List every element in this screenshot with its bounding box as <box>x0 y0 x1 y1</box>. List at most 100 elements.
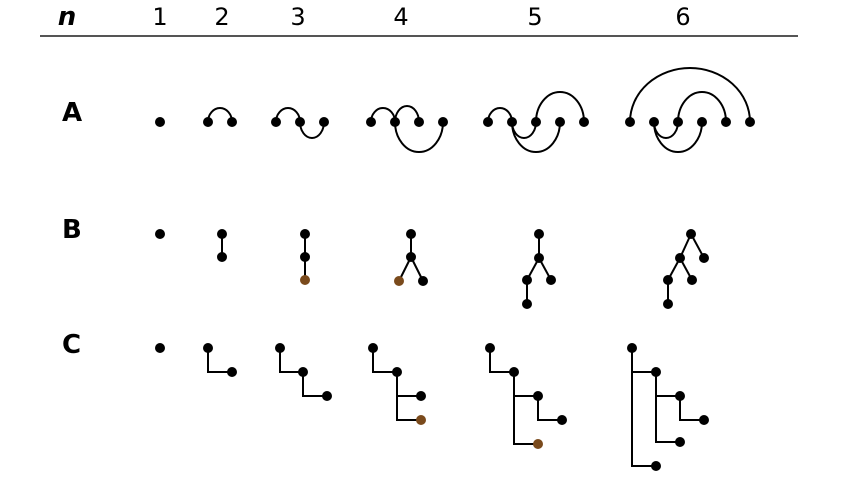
column-header-4: 4 <box>393 3 409 31</box>
node <box>227 367 237 377</box>
node <box>300 229 310 239</box>
node <box>227 117 237 127</box>
node <box>534 253 544 263</box>
node <box>298 367 308 377</box>
node <box>625 117 635 127</box>
edge <box>302 372 327 397</box>
row-b-diagrams <box>155 229 709 309</box>
arc <box>394 105 420 123</box>
node <box>155 229 165 239</box>
node <box>406 229 416 239</box>
column-header-2: 2 <box>214 3 230 31</box>
node <box>509 367 519 377</box>
edge <box>396 372 421 421</box>
node <box>416 391 426 401</box>
edge <box>489 348 514 373</box>
node <box>546 275 556 285</box>
arc <box>629 67 751 123</box>
edge <box>631 348 656 467</box>
arc <box>299 121 325 139</box>
node <box>368 343 378 353</box>
node <box>699 415 709 425</box>
arc <box>535 91 585 123</box>
node <box>533 391 543 401</box>
edge <box>513 372 538 445</box>
node <box>745 117 755 127</box>
node <box>675 391 685 401</box>
node <box>406 252 416 262</box>
row-label-a: A <box>62 98 83 128</box>
node <box>366 117 376 127</box>
node <box>697 117 707 127</box>
node <box>522 299 532 309</box>
node <box>418 276 428 286</box>
edge <box>372 348 397 373</box>
node <box>555 117 565 127</box>
column-header-1: 1 <box>152 3 168 31</box>
header-rule <box>40 35 798 37</box>
arc <box>394 121 444 153</box>
arc <box>487 107 513 123</box>
node <box>627 343 637 353</box>
node <box>557 415 567 425</box>
node <box>275 343 285 353</box>
node <box>392 367 402 377</box>
node <box>390 117 400 127</box>
highlighted-node <box>394 276 404 286</box>
node <box>522 275 532 285</box>
edge <box>537 396 562 421</box>
edge <box>207 348 232 373</box>
node <box>721 117 731 127</box>
node <box>271 117 281 127</box>
node <box>673 117 683 127</box>
node <box>155 343 165 353</box>
column-header-3: 3 <box>290 3 306 31</box>
node <box>651 461 661 471</box>
node <box>322 391 332 401</box>
node <box>203 117 213 127</box>
edge <box>655 372 680 443</box>
node <box>300 252 310 262</box>
highlighted-node <box>533 439 543 449</box>
node <box>531 117 541 127</box>
arc <box>370 107 396 123</box>
node <box>675 437 685 447</box>
n-header: n <box>57 2 77 32</box>
node <box>414 117 424 127</box>
node <box>534 229 544 239</box>
arc <box>207 107 233 123</box>
arc <box>275 107 301 123</box>
row-label-c: C <box>62 330 82 360</box>
node <box>687 275 697 285</box>
node <box>319 117 329 127</box>
node <box>483 117 493 127</box>
node <box>438 117 448 127</box>
arc <box>653 121 679 139</box>
node <box>579 117 589 127</box>
node <box>675 253 685 263</box>
node <box>217 229 227 239</box>
node <box>155 117 165 127</box>
row-label-b: B <box>62 215 82 245</box>
node <box>686 229 696 239</box>
node <box>203 343 213 353</box>
node <box>649 117 659 127</box>
row-c-diagrams <box>155 343 709 471</box>
node <box>663 275 673 285</box>
edge <box>679 396 704 421</box>
highlighted-node <box>416 415 426 425</box>
node <box>485 343 495 353</box>
highlighted-node <box>300 275 310 285</box>
node <box>507 117 517 127</box>
node <box>699 253 709 263</box>
node <box>295 117 305 127</box>
arc <box>677 91 727 123</box>
column-header-5: 5 <box>527 3 543 31</box>
arc <box>511 121 561 153</box>
arc <box>511 121 537 139</box>
edge <box>279 348 303 373</box>
node <box>217 252 227 262</box>
arc <box>653 121 703 153</box>
